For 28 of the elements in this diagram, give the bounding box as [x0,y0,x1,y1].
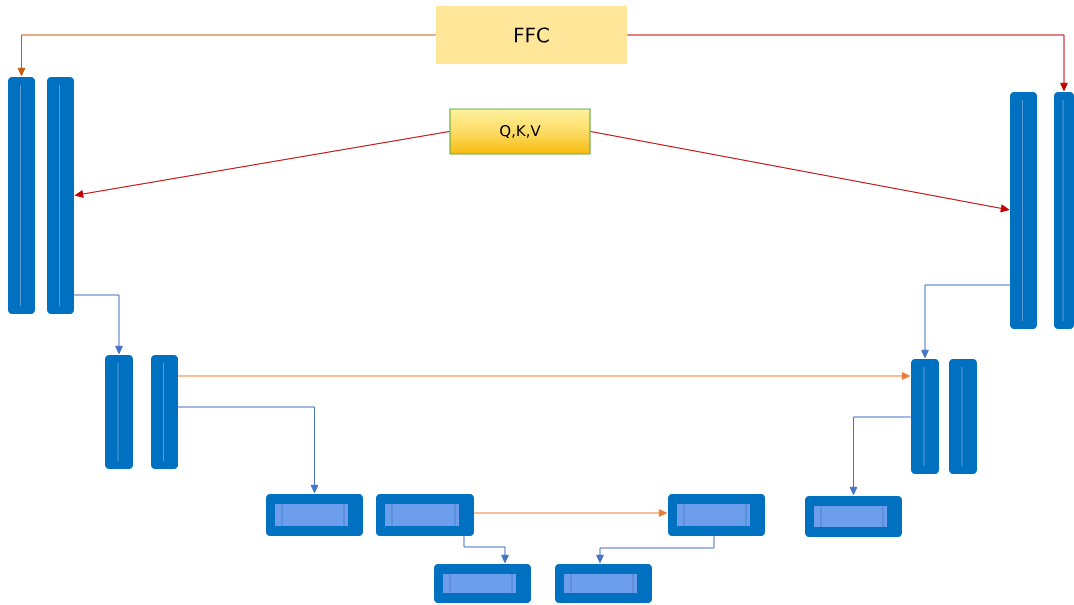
label-box: FFC [436,6,627,64]
horizontal-bar [668,494,765,536]
vertical-bar [151,355,178,469]
vertical-bar [1010,92,1037,329]
vertical-bar [1054,92,1074,329]
arrow [849,416,912,496]
horizontal-bar [805,496,902,537]
arrow [177,372,911,380]
arrow [590,131,1010,213]
arrow [921,284,1011,359]
arrow [596,535,715,564]
horizontal-bar [555,564,652,603]
vertical-bar [911,359,939,474]
arrow [74,131,450,198]
horizontal-bar [434,564,531,603]
arrow [626,34,1068,92]
arrow [73,294,123,355]
vertical-bar [949,359,977,474]
arrow [473,509,668,517]
horizontal-bar [376,494,474,536]
horizontal-bar [266,494,363,536]
label-box: Q,K,V [449,108,591,155]
vertical-bar [105,355,133,469]
vertical-bar [47,77,74,314]
vertical-bar [8,77,35,314]
arrow [177,406,319,494]
arrow [17,34,437,77]
arrow [463,535,509,564]
